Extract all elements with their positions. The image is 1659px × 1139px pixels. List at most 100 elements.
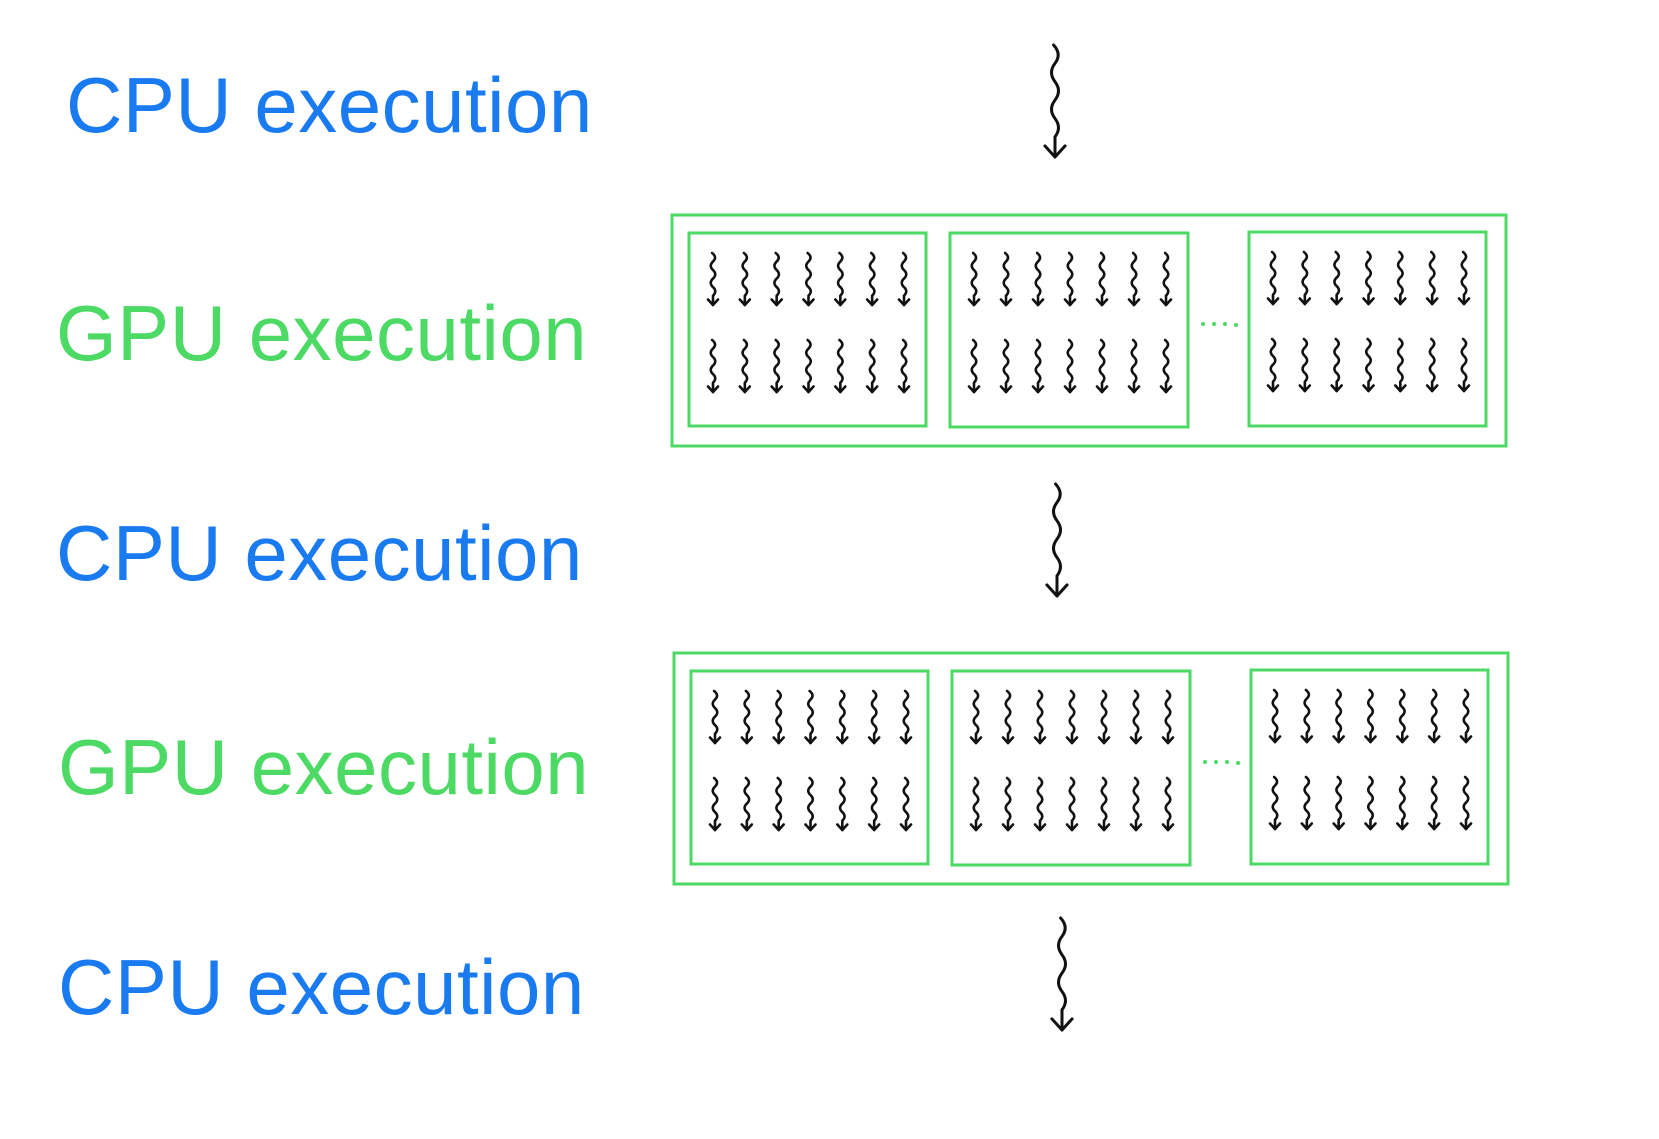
gpu-thread-icon [1268, 775, 1282, 831]
gpu-thread-icon [1063, 338, 1077, 394]
gpu-thread-icon [1394, 250, 1407, 306]
gpu-thread-icon [708, 776, 722, 832]
gpu-block-outline [950, 669, 1192, 867]
gpu-block-outline [1247, 230, 1488, 428]
gpu-block-1-3 [1247, 230, 1488, 428]
gpu-thread-icon [1161, 689, 1175, 745]
gpu-block-outline [948, 231, 1190, 429]
gpu-thread-icon [740, 776, 754, 832]
gpu-grid-1 [670, 213, 1508, 448]
gpu-thread-icon [1396, 775, 1409, 831]
gpu-thread-icon [1459, 688, 1473, 744]
gpu-thread-icon [1332, 688, 1345, 744]
gpu-grid-outline-1 [670, 213, 1508, 448]
gpu-thread-icon [836, 776, 849, 832]
gpu-thread-icon [1031, 338, 1045, 394]
gpu-thread-icon [1425, 337, 1439, 393]
gpu-thread-icon [1095, 251, 1109, 307]
gpu-thread-icon [1065, 689, 1079, 745]
gpu-thread-icon [1129, 689, 1143, 745]
gpu-thread-icon [867, 776, 881, 832]
cpu-thread-icon-1 [1043, 43, 1067, 159]
gpu-thread-icon [1063, 251, 1077, 307]
cpu-thread-icon-3 [1050, 916, 1074, 1032]
gpu-thread-icon [740, 689, 754, 745]
gpu-block-outline [687, 231, 928, 428]
gpu-thread-icon [1298, 337, 1312, 393]
gpu-grid-2 [672, 651, 1510, 886]
row-label-cpu-3: CPU execution [58, 943, 585, 1031]
block-ellipsis-icon [1203, 760, 1240, 765]
gpu-thread-icon [865, 251, 879, 307]
gpu-grid-outline-2 [672, 651, 1510, 886]
row-label-gpu-1: GPU execution [56, 289, 588, 377]
gpu-thread-icon [1396, 688, 1409, 744]
gpu-thread-icon [1362, 250, 1375, 306]
gpu-thread-icon [1001, 689, 1015, 745]
gpu-thread-icon [1065, 776, 1079, 832]
gpu-thread-icon [708, 689, 722, 745]
gpu-thread-icon [1427, 688, 1441, 744]
cpu-thread-icon-2 [1045, 482, 1069, 598]
gpu-thread-icon [967, 251, 981, 307]
gpu-thread-icon [706, 338, 720, 394]
row-label-gpu-2: GPU execution [58, 723, 590, 811]
gpu-thread-icon [1457, 250, 1471, 306]
gpu-thread-icon [1001, 776, 1015, 832]
gpu-thread-icon [865, 338, 879, 394]
gpu-thread-icon [802, 338, 815, 394]
gpu-thread-icon [1129, 776, 1143, 832]
gpu-thread-icon [897, 251, 911, 307]
gpu-thread-icon [897, 338, 911, 394]
gpu-thread-icon [1127, 251, 1141, 307]
gpu-block-2-2 [950, 669, 1192, 867]
gpu-thread-icon [1362, 337, 1375, 393]
gpu-thread-icon [770, 251, 783, 307]
gpu-thread-icon [834, 338, 847, 394]
gpu-block-outline [1249, 668, 1490, 866]
gpu-thread-icon [804, 689, 817, 745]
gpu-thread-icon [802, 251, 815, 307]
gpu-thread-icon [1127, 338, 1141, 394]
gpu-thread-icon [1298, 250, 1312, 306]
gpu-thread-icon [1159, 338, 1173, 394]
gpu-thread-icon [1330, 250, 1343, 306]
gpu-thread-icon [804, 776, 817, 832]
gpu-thread-icon [969, 776, 983, 832]
gpu-thread-icon [1300, 775, 1314, 831]
gpu-thread-icon [1427, 775, 1441, 831]
gpu-thread-icon [1266, 250, 1280, 306]
gpu-thread-icon [1031, 251, 1045, 307]
gpu-thread-icon [899, 776, 913, 832]
gpu-thread-icon [1394, 337, 1407, 393]
gpu-thread-icon [1457, 337, 1471, 393]
row-label-cpu-2: CPU execution [56, 509, 583, 597]
gpu-block-2-3 [1249, 668, 1490, 866]
gpu-thread-icon [967, 338, 981, 394]
gpu-thread-icon [1268, 688, 1282, 744]
gpu-thread-icon [770, 338, 783, 394]
gpu-thread-icon [999, 251, 1013, 307]
gpu-thread-icon [706, 251, 720, 307]
gpu-thread-icon [1425, 250, 1439, 306]
gpu-thread-icon [867, 689, 881, 745]
gpu-thread-icon [836, 689, 849, 745]
gpu-thread-icon [1097, 689, 1111, 745]
gpu-thread-icon [1300, 688, 1314, 744]
gpu-thread-icon [1097, 776, 1111, 832]
gpu-thread-icon [1364, 775, 1377, 831]
gpu-block-2-1 [689, 669, 930, 866]
gpu-thread-icon [1330, 337, 1343, 393]
gpu-thread-icon [1266, 337, 1280, 393]
gpu-thread-icon [1095, 338, 1109, 394]
gpu-thread-icon [1459, 775, 1473, 831]
gpu-block-1-1 [687, 231, 928, 428]
gpu-block-1-2 [948, 231, 1190, 429]
gpu-thread-icon [772, 689, 785, 745]
gpu-thread-icon [738, 251, 752, 307]
gpu-block-outline [689, 669, 930, 866]
gpu-thread-icon [1332, 775, 1345, 831]
row-label-cpu-1: CPU execution [66, 61, 593, 149]
gpu-thread-icon [1364, 688, 1377, 744]
